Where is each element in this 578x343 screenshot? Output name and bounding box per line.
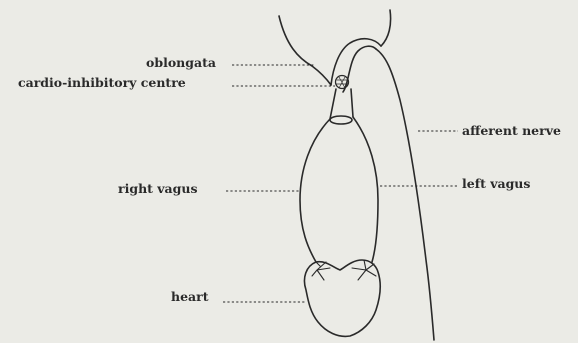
label-afferent-nerve: afferent nerve: [462, 124, 561, 138]
oblongata-outline: [279, 16, 331, 85]
medulla-outline: [331, 39, 381, 85]
label-oblongata: oblongata: [146, 56, 216, 70]
oblongata-right-edge: [381, 10, 391, 46]
label-left-vagus: left vagus: [462, 177, 530, 191]
left-vagus-line: [353, 117, 378, 262]
heart-fibres-left: [312, 262, 330, 280]
right-vagus-line: [300, 119, 330, 262]
medulla-stump: [330, 89, 353, 119]
medulla-stump-end: [330, 116, 352, 124]
label-right-vagus: right vagus: [118, 182, 198, 196]
label-heart: heart: [171, 290, 209, 304]
afferent-nerve-line: [376, 49, 434, 340]
label-cardio-inhibitory-centre: cardio-inhibitory centre: [18, 76, 186, 90]
